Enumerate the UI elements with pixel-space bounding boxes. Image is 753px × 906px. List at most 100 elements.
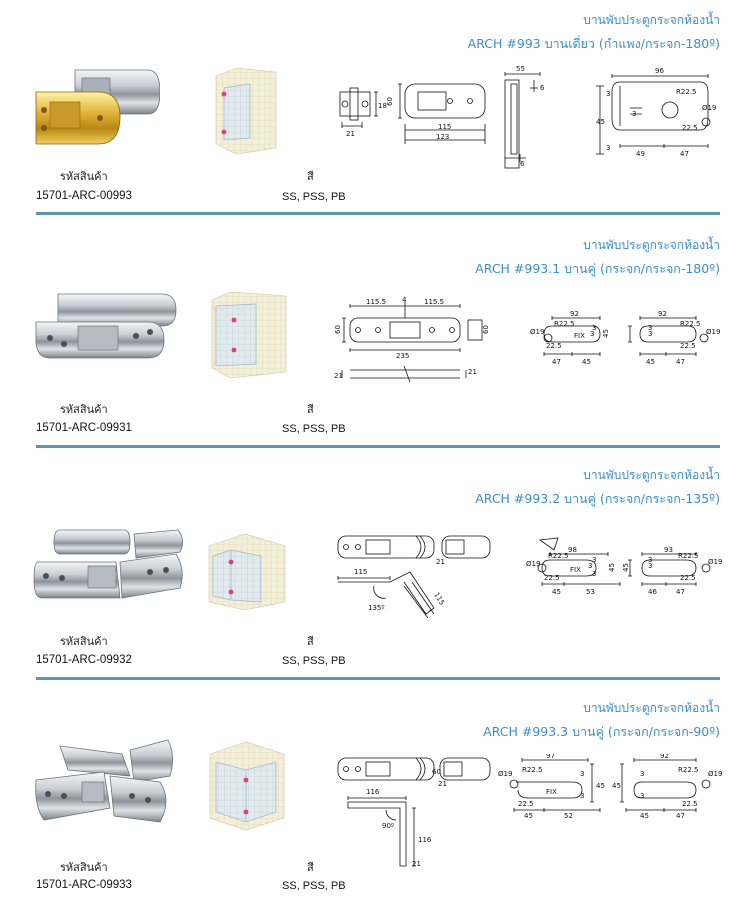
dim-label: 93 — [664, 546, 673, 554]
product-finish: SS, PSS, PB — [282, 423, 346, 435]
product-finish: SS, PSS, PB — [282, 655, 346, 667]
dim-label: 21 — [468, 368, 477, 376]
product-section-1: บานพับประตูกระจกห้องน้ำ ARCH #993 บานเดี… — [0, 0, 753, 220]
dim-label: 45 — [596, 782, 605, 790]
technical-drawing: 21 18 60 115 123 55 6 6 96 R22.5 Ø19 3 4… — [339, 65, 716, 169]
product-code: 15701-ARC-09933 — [36, 879, 132, 891]
dim-label: FIX — [574, 332, 585, 340]
dim-label: 235 — [396, 352, 409, 360]
dim-label: 3 — [592, 556, 596, 564]
dim-label: 47 — [676, 812, 685, 820]
finish-label: สี — [307, 170, 314, 183]
product-category: บานพับประตูกระจกห้องน้ำ — [583, 701, 720, 715]
dim-label: R22.5 — [554, 320, 574, 328]
dim-label: R22.5 — [678, 766, 698, 774]
dim-label: 92 — [658, 310, 667, 318]
dim-label: Ø19 — [706, 328, 720, 336]
dim-label: 22.5 — [546, 342, 562, 350]
product-model: ARCH #993 บานเดี่ยว (กำแพง/กระจก-180º) — [467, 36, 720, 51]
dim-label: 49 — [636, 150, 645, 158]
finish-label: สี — [307, 403, 314, 416]
dim-label: 3 — [640, 770, 644, 778]
product-photo — [35, 293, 177, 359]
dim-label: 45 — [640, 812, 649, 820]
dim-label: 115 — [432, 591, 446, 607]
dim-label: 45 — [646, 358, 655, 366]
dim-label: 60 — [482, 325, 490, 334]
dim-label: Ø19 — [530, 328, 544, 336]
product-code: 15701-ARC-09932 — [36, 654, 132, 666]
dim-label: 3 — [592, 324, 596, 332]
product-code-label: รหัสสินค้า — [60, 861, 108, 874]
technical-drawing: 115 21 115 135º 98 R22.5 Ø19 FIX 3 45 53… — [337, 535, 722, 619]
shower-room-illustration — [215, 67, 277, 155]
dim-label: 3 — [580, 792, 584, 800]
dim-label: 45 — [596, 118, 605, 126]
dim-label: 47 — [676, 588, 685, 596]
dim-label: Ø19 — [702, 104, 716, 112]
dim-label: 92 — [570, 310, 579, 318]
dim-label: R22.5 — [676, 88, 696, 96]
dim-label: 3 — [588, 562, 592, 570]
dim-label: 92 — [660, 754, 669, 760]
product-section-2: บานพับประตูกระจกห้องน้ำ ARCH #993.1 บานค… — [0, 220, 753, 450]
dim-label: 47 — [552, 358, 561, 366]
product-code: 15701-ARC-00993 — [36, 190, 132, 202]
dim-label: 22.5 — [682, 800, 698, 808]
dim-label: 98 — [568, 546, 577, 554]
finish-label: สี — [307, 861, 314, 874]
dim-label: 3 — [606, 90, 610, 98]
dim-label: 21 — [346, 130, 355, 138]
dim-label: R22.5 — [548, 552, 568, 560]
dim-label: 3 — [640, 792, 644, 800]
product-category: บานพับประตูกระจกห้องน้ำ — [583, 13, 720, 27]
shower-room-illustration — [211, 291, 287, 379]
dim-label: 21 — [334, 372, 343, 380]
product-code-label: รหัสสินค้า — [60, 170, 108, 183]
dim-label: 60 — [334, 325, 342, 334]
product-finish: SS, PSS, PB — [282, 191, 346, 203]
dim-label: 3 — [648, 562, 652, 570]
dim-label: 3 — [632, 110, 636, 118]
shower-room-illustration — [209, 741, 285, 831]
dim-label: 18 — [378, 102, 387, 110]
dim-label: 45 — [582, 358, 591, 366]
dim-label: Ø19 — [708, 770, 722, 778]
dim-label: FIX — [570, 566, 581, 574]
dim-label: 52 — [564, 812, 573, 820]
dim-label: 115.5 — [424, 298, 444, 306]
product-photo — [33, 529, 183, 599]
dim-label: 55 — [516, 65, 525, 73]
dim-label: 3 — [592, 570, 596, 578]
product-section-3: บานพับประตูกระจกห้องน้ำ ARCH #993.2 บานค… — [0, 450, 753, 680]
dim-label: 116 — [418, 836, 432, 844]
dim-label: 45 — [608, 563, 616, 572]
dim-label: 47 — [676, 358, 685, 366]
dim-label: 21 — [436, 558, 445, 566]
dim-label: 123 — [436, 133, 449, 141]
dim-label: 45 — [552, 588, 561, 596]
dim-label: 21 — [438, 780, 447, 788]
dim-label: 60 — [432, 768, 441, 776]
product-finish: SS, PSS, PB — [282, 880, 346, 892]
dim-label: R22.5 — [680, 320, 700, 328]
product-model: ARCH #993.1 บานคู่ (กระจก/กระจก-180º) — [475, 261, 720, 276]
dim-label: 90º — [382, 822, 394, 830]
dim-label: 3 — [590, 330, 594, 338]
dim-label: 53 — [586, 588, 595, 596]
dim-label: Ø19 — [708, 558, 722, 566]
dim-label: R22.5 — [522, 766, 542, 774]
dim-label: 3 — [606, 144, 610, 152]
product-category: บานพับประตูกระจกห้องน้ำ — [583, 238, 720, 252]
technical-drawing: 115.5 4 115.5 60 235 60 21 21 92 R22.5 Ø… — [334, 296, 720, 383]
shower-room-illustration — [208, 533, 286, 611]
dim-label: 135º — [368, 604, 385, 612]
product-category: บานพับประตูกระจกห้องน้ำ — [583, 468, 720, 482]
dim-label: 22.5 — [682, 124, 698, 132]
product-heading-block: บานพับประตูกระจกห้องน้ำ ARCH #993.1 บานค… — [475, 237, 720, 277]
dim-label: 3 — [648, 324, 652, 332]
dim-label: 45 — [524, 812, 533, 820]
dim-label: Ø19 — [526, 560, 540, 568]
dim-label: 47 — [680, 150, 689, 158]
dim-label: 116 — [366, 788, 380, 796]
